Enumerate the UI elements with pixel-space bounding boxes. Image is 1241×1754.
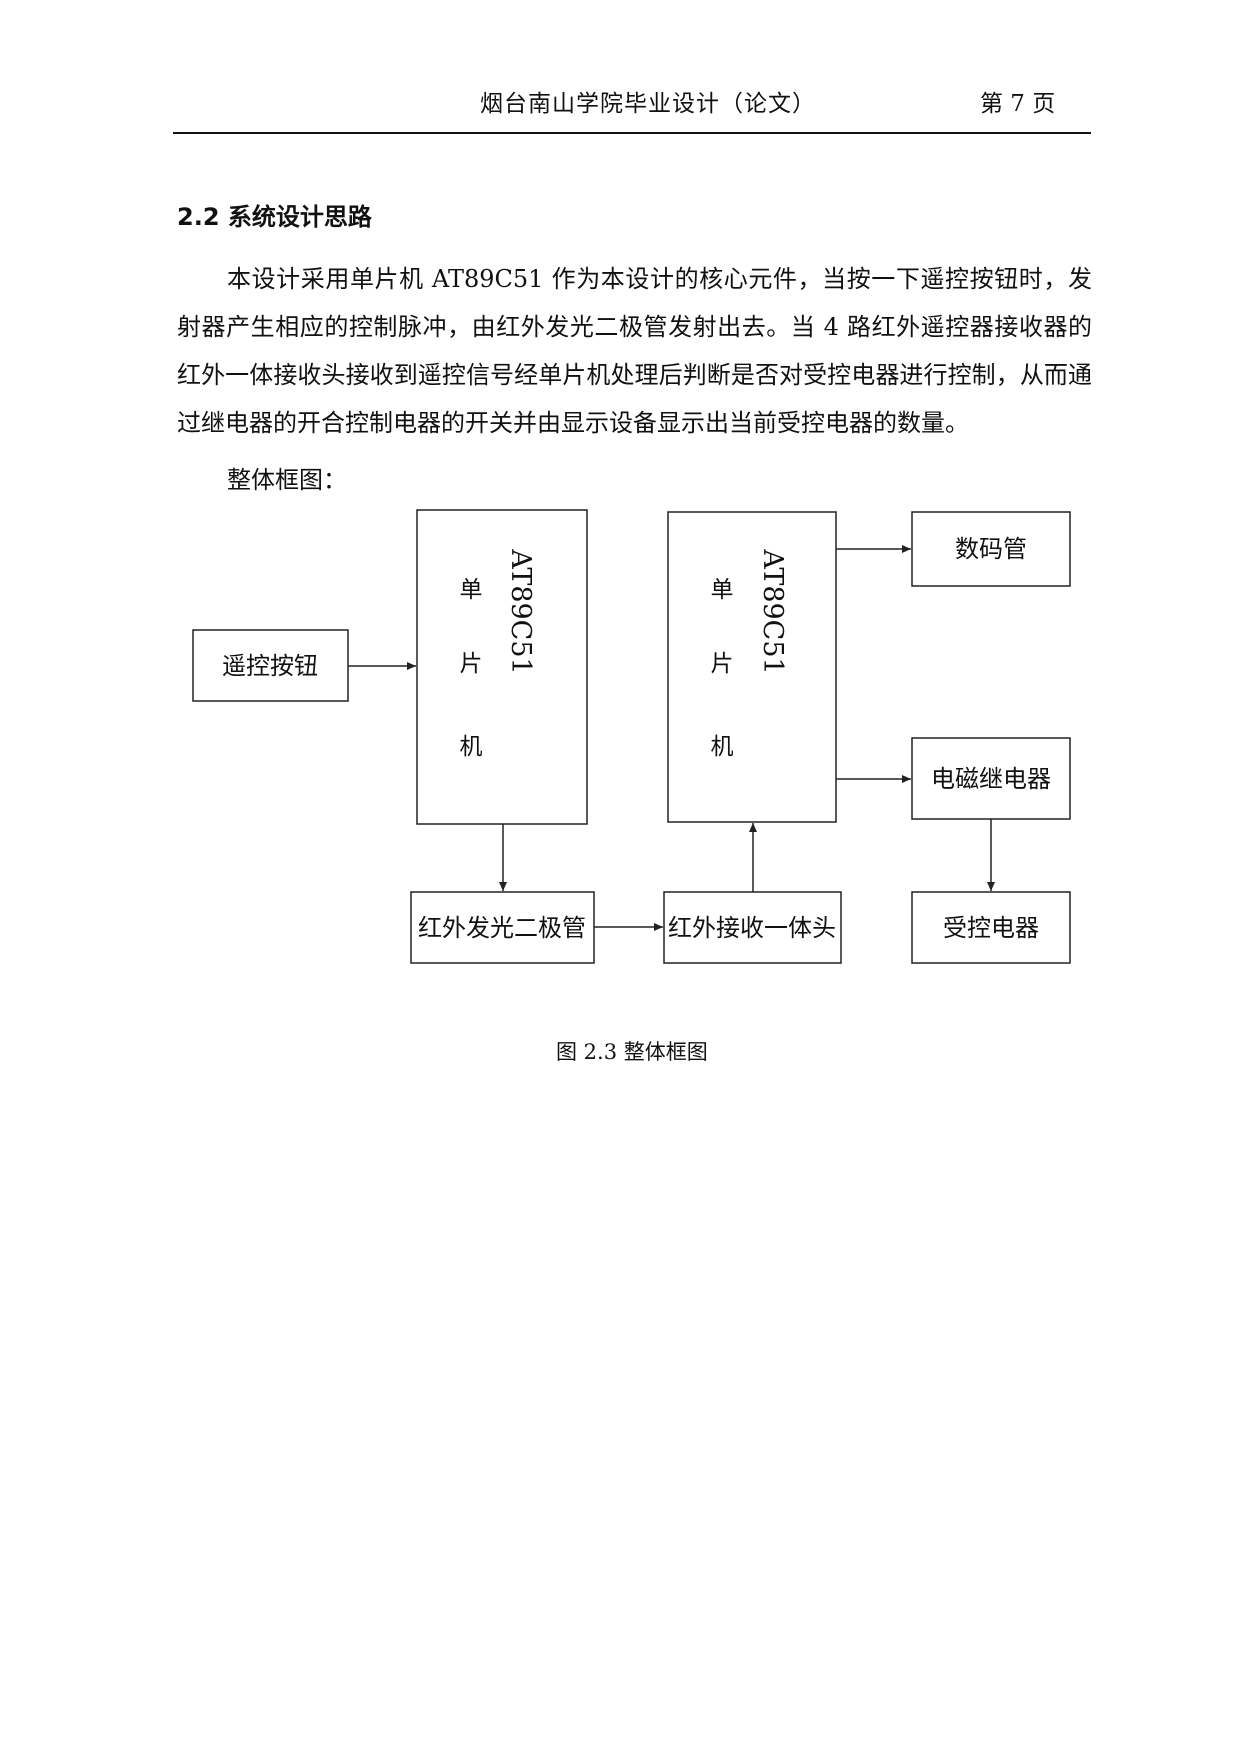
- body-paragraph: 本设计采用单片机 AT89C51 作为本设计的核心元件，当按一下遥控按钮时，发射…: [177, 265, 1092, 437]
- ir-led-block: 红外发光二极管: [410, 891, 595, 964]
- header-divider: [173, 132, 1091, 134]
- digit-tube-block: 数码管: [911, 511, 1071, 587]
- mcu1-block: 单 片 机 AT89C51: [416, 509, 588, 825]
- relay-label: 电磁继电器: [931, 765, 1051, 793]
- controlled-appliance-label: 受控电器: [943, 914, 1039, 942]
- mcu2-block: 单 片 机 AT89C51: [667, 511, 837, 823]
- mcu1-char-3: 机: [460, 734, 483, 760]
- ir-receiver-block: 红外接收一体头: [663, 891, 842, 964]
- mcu1-char-1: 单: [460, 577, 483, 603]
- mcu1-model: AT89C51: [505, 548, 536, 674]
- mcu1-char-2: 片: [460, 651, 483, 677]
- controlled-appliance-block: 受控电器: [911, 891, 1071, 964]
- mcu2-char-3: 机: [711, 734, 734, 760]
- mcu2-model: AT89C51: [757, 548, 788, 674]
- mcu2-char-2: 片: [711, 651, 734, 677]
- header-title: 烟台南山学院毕业设计（论文）: [480, 91, 816, 117]
- remote-button-label: 遥控按钮: [222, 652, 318, 680]
- section-heading: 2.2 系统设计思路: [177, 203, 372, 231]
- page-number: 第 7 页: [980, 91, 1056, 117]
- ir-led-label: 红外发光二极管: [418, 914, 586, 942]
- mcu2-char-1: 单: [711, 577, 734, 603]
- remote-button-block: 遥控按钮: [192, 629, 349, 702]
- diagram-label: 整体框图：: [227, 466, 347, 494]
- ir-receiver-label: 红外接收一体头: [668, 914, 836, 942]
- figure-caption: 图 2.3 整体框图: [556, 1040, 708, 1064]
- relay-block: 电磁继电器: [911, 737, 1071, 820]
- digit-tube-label: 数码管: [955, 535, 1027, 563]
